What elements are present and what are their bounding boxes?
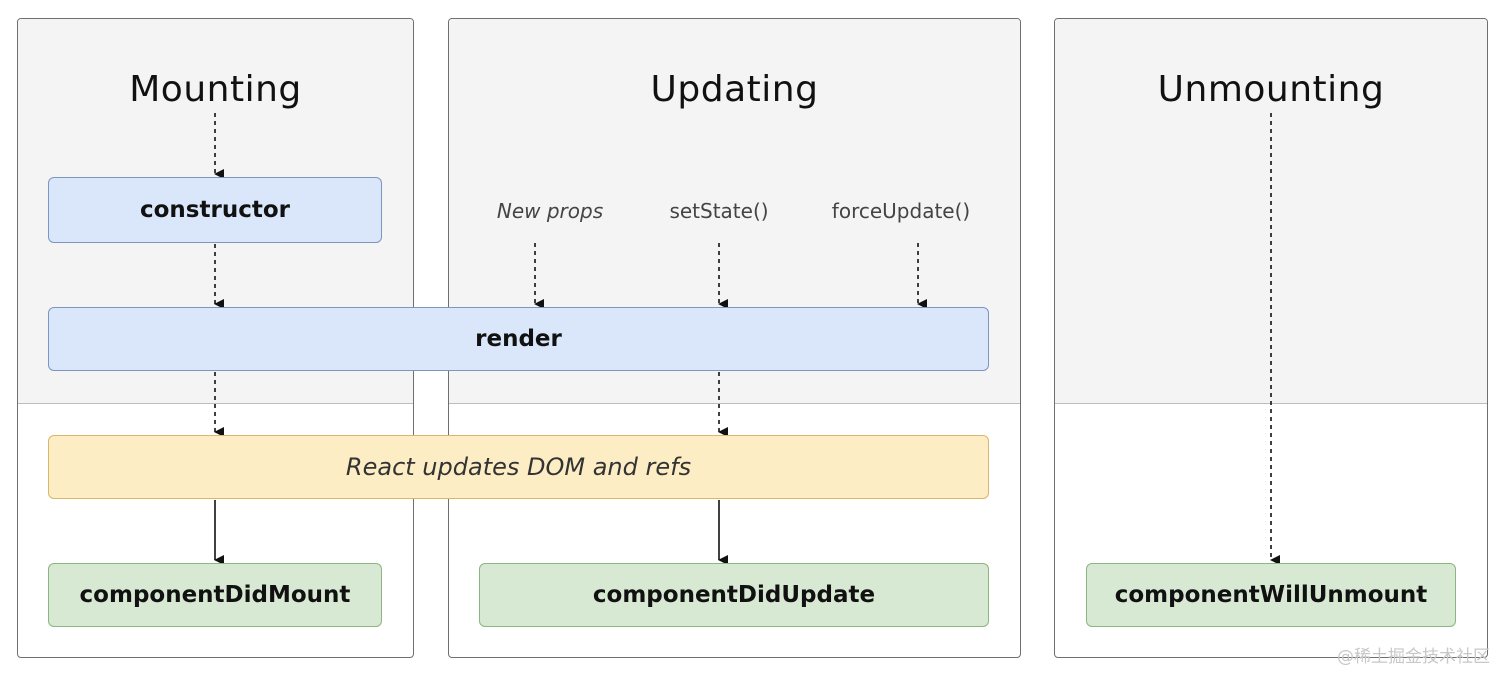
mounting-title: Mounting: [129, 69, 302, 110]
trigger-new-props: New props: [496, 199, 604, 223]
unmounting-phase: Unmounting: [1054, 18, 1488, 658]
unmounting-title: Unmounting: [1157, 69, 1385, 110]
dom-update-box: React updates DOM and refs: [48, 435, 989, 499]
watermark: @稀土掘金技术社区: [1337, 647, 1490, 667]
trigger-set-state: setState(): [669, 199, 769, 223]
trigger-force-update: forceUpdate(): [831, 199, 971, 223]
component-will-unmount-box: componentWillUnmount: [1086, 563, 1456, 627]
updating-title: Updating: [650, 69, 819, 110]
component-did-update-box: componentDidUpdate: [479, 563, 989, 627]
constructor-box: constructor: [48, 177, 382, 243]
render-box: render: [48, 307, 989, 371]
component-did-mount-box: componentDidMount: [48, 563, 382, 627]
